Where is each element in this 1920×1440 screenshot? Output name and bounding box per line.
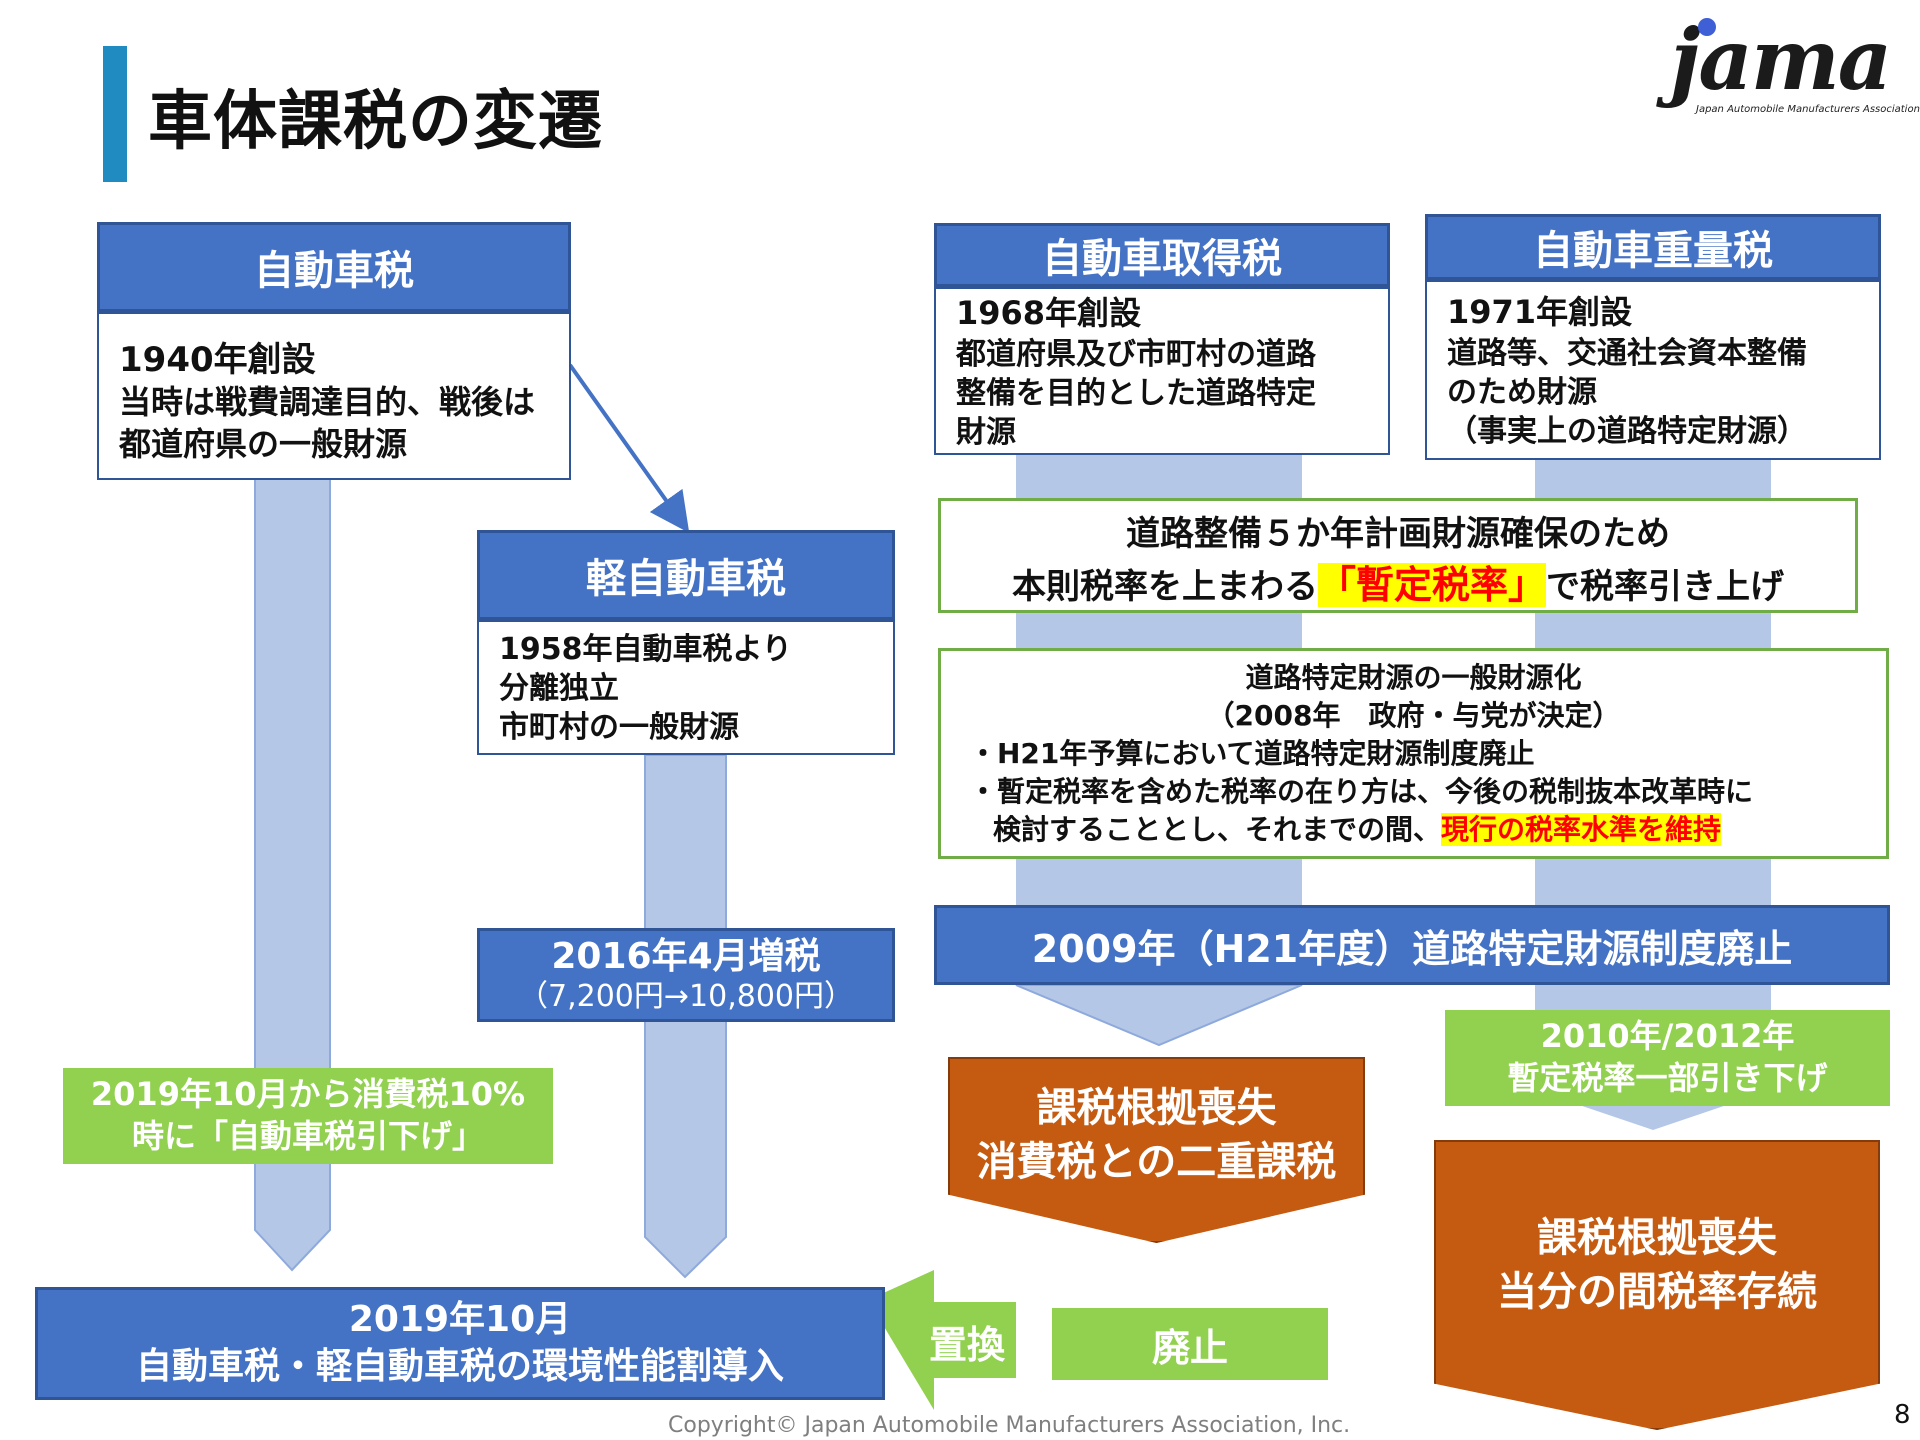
zouzei-title: 2016年4月増税 <box>551 936 821 978</box>
konkyo2-line1: 課税根拠喪失 <box>1537 1215 1777 1261</box>
hikisage-desc: 暫定税率一部引き下げ <box>1507 1059 1828 1097</box>
zantei-line2-pre: 本則税率を上まわる <box>1011 566 1318 607</box>
kankyou-date: 2019年10月 <box>348 1298 572 1340</box>
shutoku-card: 1968年創設 都道府県及び市町村の道路 整備を目的とした道路特定 財源 <box>934 287 1390 455</box>
hikisage-year: 2010年/2012年 <box>1540 1017 1795 1056</box>
juuryou-card: 1971年創設 道路等、交通社会資本整備 のため財源 （事実上の道路特定財源） <box>1425 280 1881 460</box>
hikisage-box: 2010年/2012年 暫定税率一部引き下げ <box>1445 1010 1890 1106</box>
kei-header: 軽自動車税 <box>477 530 895 620</box>
ippan-line5-pre: 検討することとし、それまでの間、 <box>993 813 1442 847</box>
page-title: 車体課税の変遷 <box>148 85 603 159</box>
juuryou-desc-3: （事実上の道路特定財源） <box>1447 413 1807 449</box>
konkyo-soushitsu-2: 課税根拠喪失 当分の間税率存続 <box>1434 1140 1880 1430</box>
juuryou-desc-1: 道路等、交通社会資本整備 <box>1447 335 1807 371</box>
kei-desc-1: 分離独立 <box>499 671 619 706</box>
zantei-line1: 道路整備５か年計画財源確保のため <box>1126 514 1670 554</box>
ippan-title: 道路特定財源の一般財源化 <box>1245 661 1582 694</box>
kankyou-desc: 自動車税・軽自動車税の環境性能割導入 <box>135 1345 784 1387</box>
logo-dot <box>1698 18 1716 36</box>
konkyo2-line2: 当分の間税率存続 <box>1497 1269 1817 1315</box>
jidoushazei-desc-2: 都道府県の一般財源 <box>119 424 408 463</box>
replace-label: 置換 <box>928 1323 1005 1367</box>
zantei-highlight: 「暫定税率」 <box>1317 562 1546 607</box>
shutoku-desc-2: 整備を目的とした道路特定 <box>956 375 1316 411</box>
ippan-box: 道路特定財源の一般財源化 （2008年 政府・与党が決定） ・H21年予算におい… <box>938 648 1889 859</box>
jidoushazei-desc-1: 当時は戦費調達目的、戦後は <box>119 383 536 422</box>
logo-subtitle: Japan Automobile Manufacturers Associati… <box>1696 104 1920 115</box>
shutoku-header: 自動車取得税 <box>934 223 1390 287</box>
zouzei-amount: （7,200円→10,800円） <box>518 978 854 1014</box>
shutoku-desc-1: 都道府県及び市町村の道路 <box>956 336 1316 372</box>
kankyou-seinou-bar: 2019年10月 自動車税・軽自動車税の環境性能割導入 <box>35 1287 885 1400</box>
diagonal-arrow <box>568 363 690 534</box>
juuryou-founded: 1971年創設 <box>1447 293 1633 331</box>
konkyo1-line2: 消費税との二重課税 <box>976 1139 1337 1185</box>
kei-card: 1958年自動車税より 分離独立 市町村の一般財源 <box>477 620 895 755</box>
konkyo1-line1: 課税根拠喪失 <box>1036 1085 1277 1131</box>
ippan-subtitle: （2008年 政府・与党が決定） <box>1206 699 1621 733</box>
lane-shutoku-arrowhead <box>1015 984 1303 1047</box>
ippan-highlight: 現行の税率水準を維持 <box>1441 813 1722 847</box>
haishi-2009-bar: 2009年（H21年度）道路特定財源制度廃止 <box>934 905 1890 985</box>
shouhizei-box: 2019年10月から消費税10% 時に「自動車税引下げ」 <box>63 1068 553 1164</box>
jama-logo: jama Japan Automobile Manufacturers Asso… <box>1640 10 1920 115</box>
shouhizei-line2: 時に「自動車税引下げ」 <box>131 1117 484 1155</box>
zouzei-box: 2016年4月増税 （7,200円→10,800円） <box>477 928 895 1022</box>
shouhizei-line1: 2019年10月から消費税10% <box>90 1075 526 1114</box>
ippan-bullet-1: ・H21年予算において道路特定財源制度廃止 <box>969 737 1535 771</box>
ippan-bullet-2-cont: 検討することとし、それまでの間、現行の税率水準を維持 <box>969 811 1886 849</box>
copyright: Copyright© Japan Automobile Manufacturer… <box>668 1413 1351 1438</box>
replace-arrow <box>868 1270 1016 1410</box>
kei-founded: 1958年自動車税より <box>499 632 792 667</box>
zantei-line2-post: で税率引き上げ <box>1546 566 1784 607</box>
haishi-box: 廃止 <box>1052 1308 1328 1380</box>
shutoku-founded: 1968年創設 <box>956 294 1142 332</box>
juuryou-header: 自動車重量税 <box>1425 214 1881 280</box>
shutoku-desc-3: 財源 <box>956 414 1016 450</box>
title-accent-bar <box>103 46 127 182</box>
page-number: 8 <box>1894 1400 1911 1430</box>
jidoushazei-founded: 1940年創設 <box>119 340 316 380</box>
zantei-line2: 本則税率を上まわる「暫定税率」で税率引き上げ <box>941 559 1855 612</box>
kei-desc-2: 市町村の一般財源 <box>499 710 739 745</box>
jidoushazei-header: 自動車税 <box>97 222 571 312</box>
juuryou-desc-2: のため財源 <box>1447 374 1597 410</box>
jidoushazei-card: 1940年創設 当時は戦費調達目的、戦後は 都道府県の一般財源 <box>97 312 571 480</box>
ippan-bullet-2: ・暫定税率を含めた税率の在り方は、今後の税制抜本改革時に <box>969 775 1754 809</box>
zantei-box: 道路整備５か年計画財源確保のため 本則税率を上まわる「暫定税率」で税率引き上げ <box>938 498 1858 613</box>
